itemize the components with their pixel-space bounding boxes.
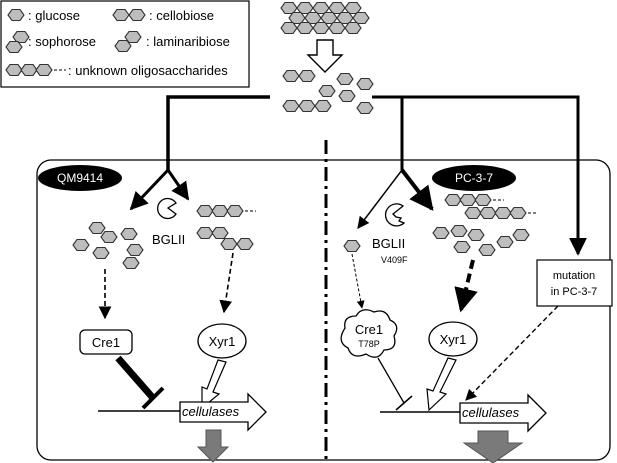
cellulose-cluster [280,2,370,34]
cellulase-gene-label: cellulases [462,405,520,420]
cre1-label: Cre1 [355,322,383,337]
mutation-box [536,259,613,307]
intracellular-sugars-left [72,222,144,269]
legend-cellobiose: : cellobiose [149,8,214,23]
bglii-mutant-enzyme-icon [384,203,406,227]
repression-bar [141,386,165,410]
legend-sophorose: : sophorose [28,34,96,49]
enzyme-mutation-label: V409F [381,255,408,265]
cre1-repressor [79,329,133,355]
cre1-mutant-repressor [340,309,398,358]
xyr1-activator [197,323,247,359]
cellulase-output-small [196,429,230,463]
cellulase-gene-arrow [179,392,267,432]
cre1-label: Cre1 [92,335,120,350]
intracellular-sugars-right [343,240,361,252]
mutation-effect-arrow [465,305,559,401]
oligosaccharides-right [432,194,538,256]
legend-unknown: : unknown oligosaccharides [68,63,228,78]
enzyme-label: BGLII [372,236,405,251]
strain-name: PC-3-7 [455,171,493,185]
cre1-mutation-label: T78P [358,339,380,349]
repression-link [377,357,405,404]
oligosaccharides-left [196,205,256,250]
strain-badge [432,165,516,191]
bglii-enzyme-icon [157,197,177,220]
legend-glucose: : glucose [28,8,80,23]
hydrolysis-arrow [306,39,344,73]
repression-bar [395,395,413,411]
repression-link [115,355,156,401]
released-sugars [282,70,374,114]
legend: : glucose : cellobiose : sophorose : lam… [0,0,250,88]
uptake-arrows [129,95,587,256]
activation-arrow [426,357,457,412]
enzyme-label: BGLII [152,232,185,247]
mutation-box-line1: mutation [553,270,595,282]
strain-badge [38,165,122,191]
strain-pc-3-7: PC-3-7 BGLII V409F [340,165,613,463]
strain-name: QM9414 [57,171,103,185]
cellulase-output-large [462,430,524,463]
xyr1-label: Xyr1 [209,334,236,349]
xyr1-activator [428,321,478,357]
strain-qm9414: QM9414 BGLII Cre1 [38,165,267,463]
mutation-box-line2: in PC-3-7 [551,286,597,298]
legend-laminaribiose: : laminaribiose [146,34,230,49]
cell-boundary [36,159,611,461]
cellulase-gene-label: cellulases [182,404,240,419]
xyr1-label: Xyr1 [440,332,467,347]
activation-arrow [201,359,227,410]
cellulase-gene-arrow [459,393,547,433]
glucose-icon [7,9,25,21]
unknown-oligosaccharides-icon [5,64,66,76]
